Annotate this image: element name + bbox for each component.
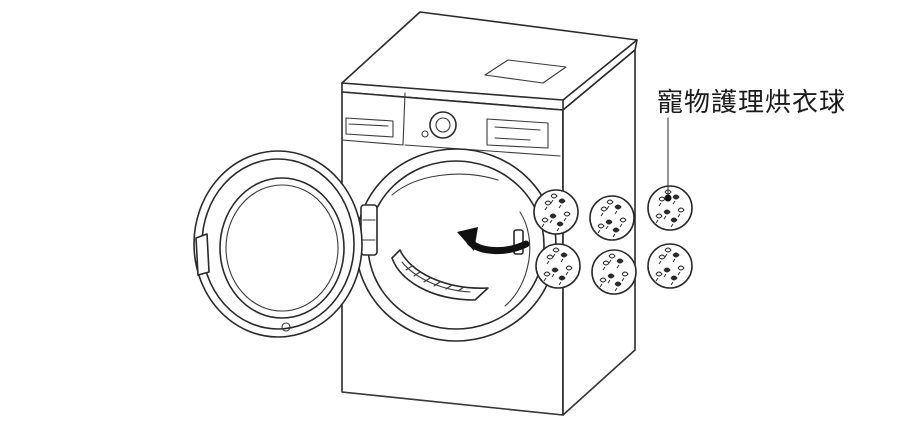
ball-nub <box>677 207 685 218</box>
dryer-ball-icon <box>647 243 693 289</box>
ball-nub <box>677 265 685 276</box>
ball-nub <box>605 219 613 230</box>
ball-nub <box>607 273 615 284</box>
ball-nub <box>558 275 566 286</box>
ball-nub <box>621 271 629 282</box>
ball-nub <box>560 252 568 263</box>
ball-nub <box>672 252 680 263</box>
ball-nub <box>556 221 564 232</box>
top-lid <box>484 59 567 84</box>
ball-nub <box>550 193 558 204</box>
dryer-ball-icon <box>591 249 637 295</box>
open-door <box>193 150 363 338</box>
dryer-ball-icon <box>533 189 579 235</box>
ball-nub <box>614 281 622 292</box>
callout-label: 寵物護理烘衣球 <box>657 88 846 118</box>
door-handle <box>195 233 210 276</box>
ball-nub <box>616 258 624 269</box>
ball-nub <box>552 247 560 258</box>
ball-nub <box>551 267 559 278</box>
detergent-drawer <box>345 117 394 138</box>
ball-nub <box>565 265 573 276</box>
ball-nub <box>670 275 678 286</box>
ball-nub <box>655 213 663 224</box>
door-hinge <box>360 204 378 256</box>
ball-nub <box>663 267 671 278</box>
ball-nub <box>558 198 566 209</box>
dryer-ball-icon <box>589 195 635 241</box>
ball-nub <box>606 199 614 210</box>
ball-nub <box>619 217 627 228</box>
ball-nub <box>614 204 622 215</box>
dial-knob <box>429 111 457 139</box>
ball-nub <box>655 271 663 282</box>
ball-nub <box>672 194 680 205</box>
dryer-ball-icon <box>647 185 693 231</box>
ball-nub <box>599 277 607 288</box>
dryer-ball-icon <box>535 243 581 289</box>
ball-nub <box>563 211 571 222</box>
ball-nub <box>549 213 557 224</box>
callout-dot <box>664 194 672 202</box>
lint-filter <box>391 249 489 301</box>
ball-nub <box>612 227 620 238</box>
ball-nub <box>664 247 672 258</box>
drum-opening <box>355 148 557 342</box>
ball-nub <box>663 209 671 220</box>
display-panel <box>486 118 549 149</box>
ball-nub <box>543 271 551 282</box>
curved-arrow-icon <box>457 227 530 254</box>
ball-nub <box>597 223 605 234</box>
ball-nub <box>670 217 678 228</box>
ball-nub <box>541 217 549 228</box>
dryer-balls-group <box>533 185 693 295</box>
ball-nub <box>608 253 616 264</box>
